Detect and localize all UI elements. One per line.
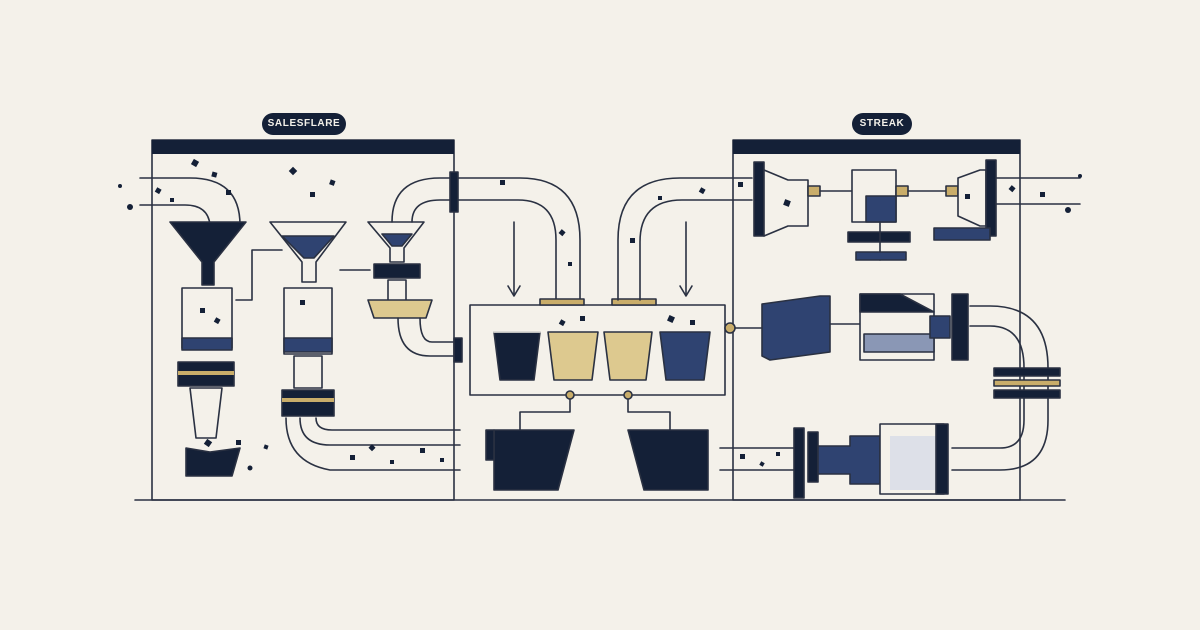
- outgoing-chute: [995, 177, 1081, 205]
- sorting-station: [469, 298, 726, 396]
- lower-pipe-left: [285, 417, 461, 471]
- upper-pipe-right: [617, 177, 753, 301]
- funnel-glass: [269, 221, 347, 417]
- incoming-chute: [139, 177, 241, 226]
- funnel-small: [367, 221, 433, 319]
- streak-building: [732, 139, 1021, 501]
- right-lower-machine: [793, 423, 949, 499]
- output-hoppers: [485, 429, 709, 491]
- streak-label: STREAK: [852, 113, 912, 135]
- right-press-row: [753, 159, 997, 261]
- funnel-dark: [169, 221, 247, 477]
- data-particles: [118, 158, 1082, 471]
- return-pipe-right: [951, 305, 1061, 471]
- upper-pipe-left: [391, 171, 581, 301]
- right-mid-machine: [761, 293, 969, 361]
- salesflare-building: [151, 139, 455, 501]
- salesflare-label: SALESFLARE: [262, 113, 346, 135]
